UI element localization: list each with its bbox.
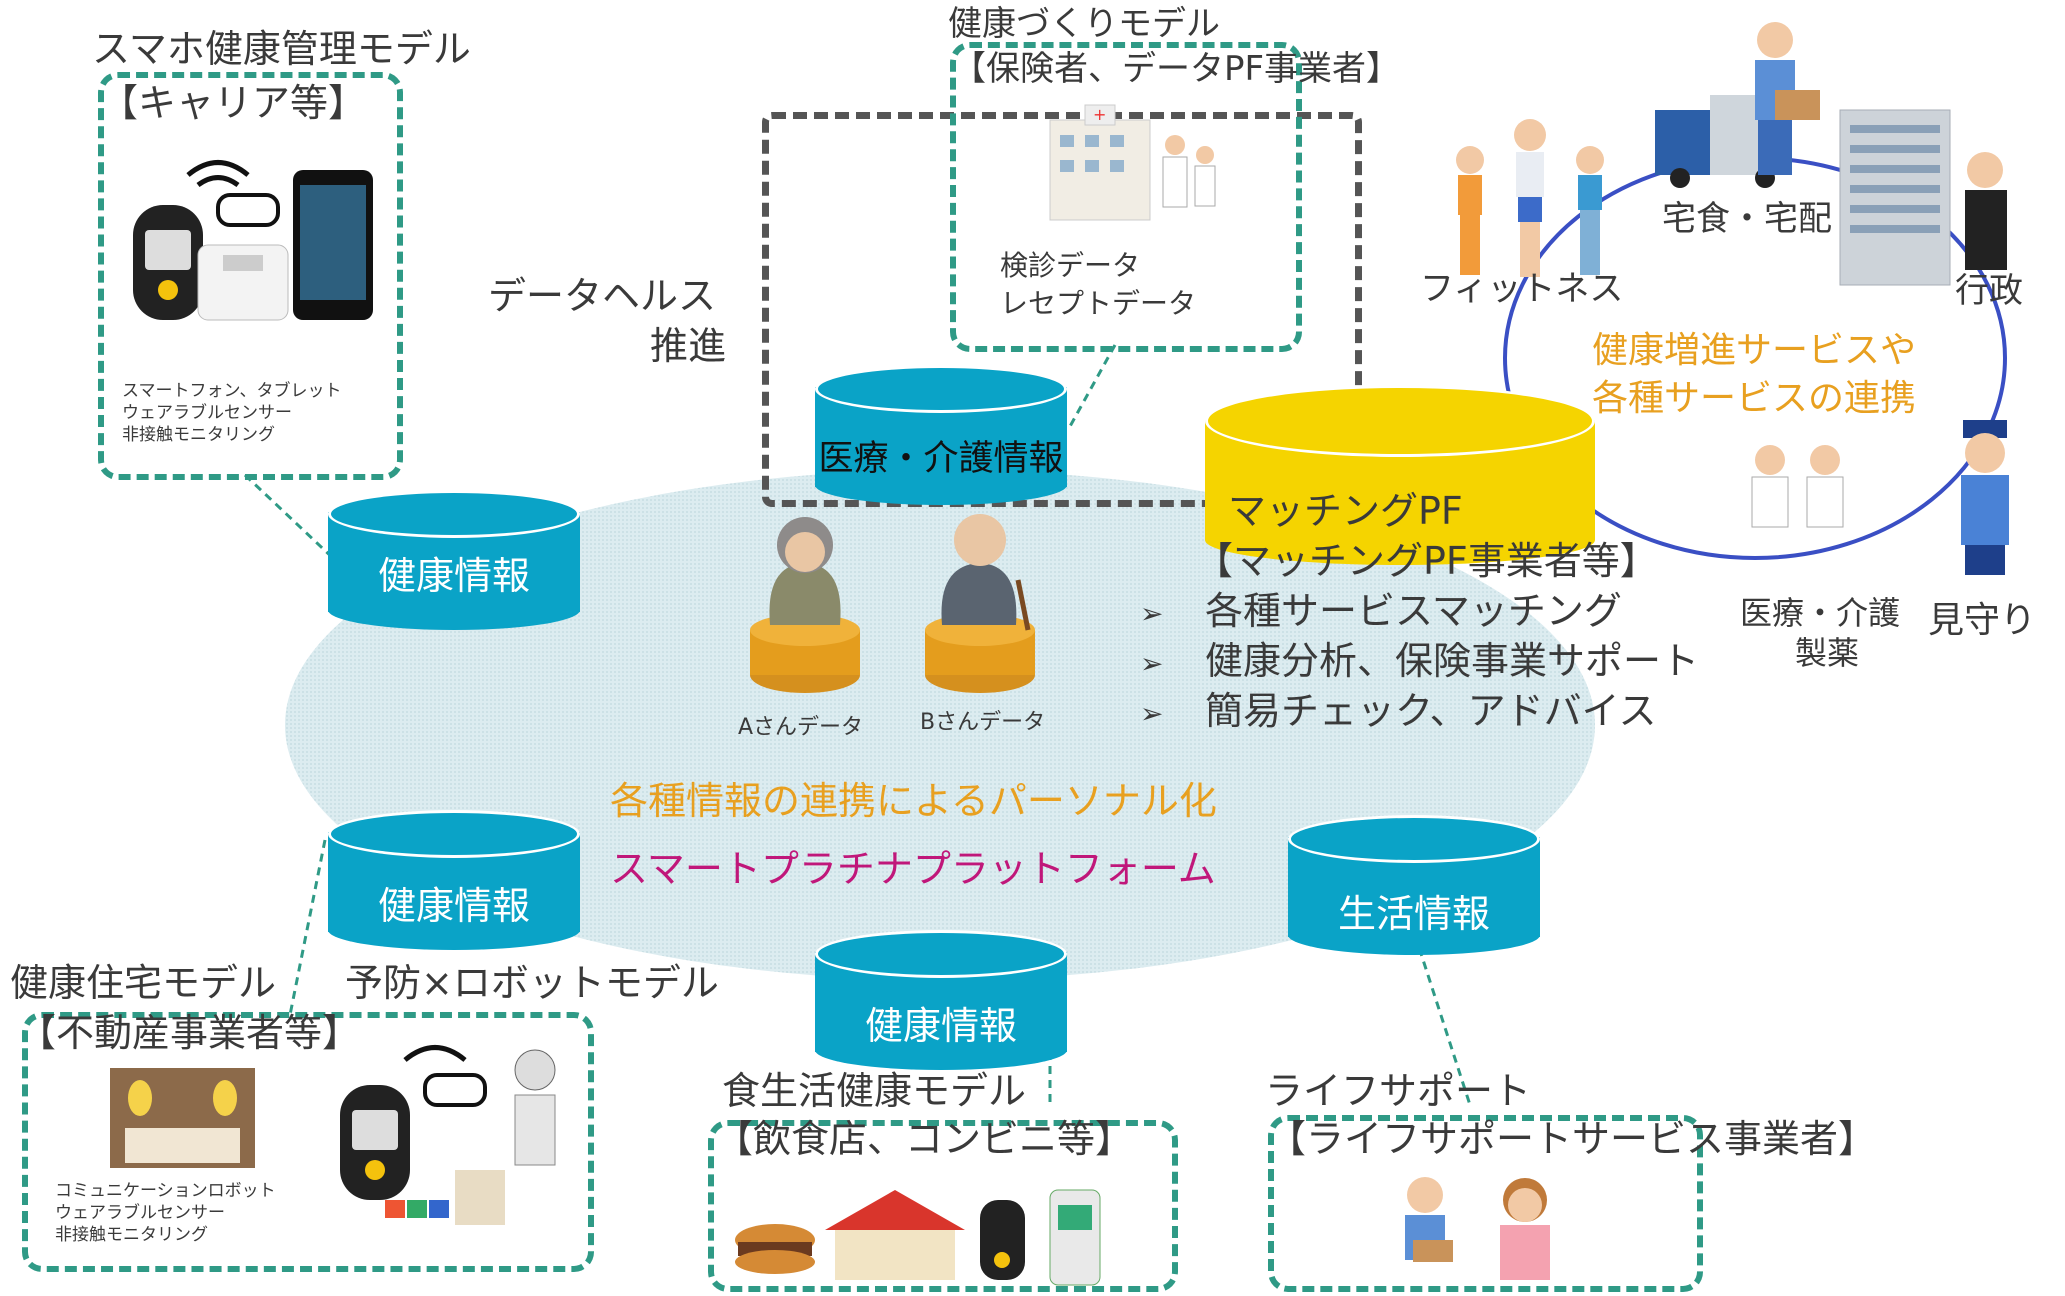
wearable-device-icon xyxy=(133,160,373,321)
matching-bullet-2: 健康分析、保険事業サポート xyxy=(1205,639,1700,683)
matching-bullet-3: 簡易チェック、アドバイス xyxy=(1205,689,1657,733)
fitness-label: フィットネス xyxy=(1420,269,1624,309)
life-support-model-sub: 【ライフサポートサービス事業者】 xyxy=(1268,1117,1877,1161)
delivery-label: 宅食・宅配 xyxy=(1662,199,1832,239)
housing-caption-3: 非接触モニタリング xyxy=(55,1225,208,1245)
doctors-icon xyxy=(1751,445,1844,528)
housing-caption-1: コミュニケーションロボット xyxy=(55,1181,276,1201)
elderly-woman-icon xyxy=(750,517,860,693)
life-info-label: 生活情報 xyxy=(1337,892,1490,936)
hospital-icon: + xyxy=(1049,104,1216,221)
food-store-icon xyxy=(735,1189,1101,1286)
health-building-model-title: 健康づくりモデル xyxy=(948,4,1220,44)
medical-care-service-label: 医療・介護 xyxy=(1740,594,1901,632)
life-support-model-box xyxy=(1268,1115,1703,1292)
matching-pf-title: マッチングPF xyxy=(1228,489,1463,533)
life-info-cylinder: 生活情報 xyxy=(1288,815,1540,955)
person-b-figure xyxy=(920,500,1040,710)
government-building-icon xyxy=(1839,109,2007,286)
health-info-cylinder-top-left: 健康情報 xyxy=(328,490,580,630)
health-building-model-box xyxy=(950,42,1302,352)
bullet-icon: ➢ xyxy=(1140,697,1164,730)
housing-model-title: 健康住宅モデル xyxy=(10,961,277,1005)
person-a-label: Aさんデータ xyxy=(738,715,864,740)
platform-line-2: スマートプラチナプラットフォーム xyxy=(610,847,1216,891)
housing-model-sub: 【不動産事業者等】 xyxy=(18,1011,361,1055)
services-center-line-1: 健康増進サービスや xyxy=(1592,330,1917,371)
diet-model-sub: 【飲食店、コンビニ等】 xyxy=(715,1117,1134,1161)
bedroom-icon xyxy=(110,1068,255,1168)
delivery-image xyxy=(1650,15,1830,190)
smartphone-model-sub: 【キャリア等】 xyxy=(100,81,367,125)
health-building-caption-1: 検診データ xyxy=(1000,249,1141,282)
government-image xyxy=(1835,100,2030,290)
smartphone-caption-1: スマートフォン、タブレット xyxy=(122,381,342,401)
health-building-caption-2: レセプトデータ xyxy=(1000,287,1197,320)
health-info-label: 健康情報 xyxy=(377,554,530,598)
diet-model-title: 食生活健康モデル xyxy=(722,1069,1027,1113)
smartphone-model-title: スマホ健康管理モデル xyxy=(92,27,471,71)
smartphone-model-box xyxy=(98,72,403,480)
bullet-icon: ➢ xyxy=(1140,597,1164,630)
food-store-image xyxy=(730,1180,1110,1290)
medical-staff-image xyxy=(1740,435,1860,530)
housing-caption-2: ウェアラブルセンサー xyxy=(55,1203,225,1223)
data-health-label: データヘルス xyxy=(488,274,717,318)
health-info-label: 健康情報 xyxy=(377,884,530,928)
robot-model-title: 予防×ロボットモデル xyxy=(345,961,719,1005)
data-health-label-2: 推進 xyxy=(650,324,727,368)
devices-image xyxy=(128,150,378,330)
fitness-people-icon xyxy=(1456,119,1604,277)
services-center-line-2: 各種サービスの連携 xyxy=(1592,378,1917,419)
smartphone-caption-3: 非接触モニタリング xyxy=(122,425,275,445)
government-label: 行政 xyxy=(1955,271,2023,311)
room-image xyxy=(110,1068,255,1168)
life-support-model-title: ライフサポート xyxy=(1265,1069,1532,1113)
delivery-truck-icon xyxy=(1655,22,1820,188)
matching-pf-sub: 【マッチングPF事業者等】 xyxy=(1195,539,1658,583)
svg-text:+: + xyxy=(1093,105,1106,124)
police-officer-icon xyxy=(1961,420,2009,575)
diet-model-box xyxy=(708,1120,1178,1292)
elderly-man-icon xyxy=(925,514,1035,693)
caregiver-icon xyxy=(1405,1177,1550,1280)
medical-care-info-cylinder: 医療・介護情報 xyxy=(815,365,1067,505)
medical-care-info-label: 医療・介護情報 xyxy=(818,439,1064,479)
health-info-label: 健康情報 xyxy=(864,1004,1017,1048)
hospital-image: + xyxy=(1045,100,1225,230)
matching-bullet-1: 各種サービスマッチング xyxy=(1205,589,1622,633)
bullet-icon: ➢ xyxy=(1140,647,1164,680)
robot-devices-image xyxy=(335,1040,575,1240)
pharma-label: 製薬 xyxy=(1795,634,1860,672)
watch-label: 見守り xyxy=(1928,600,2037,641)
smartphone-caption-2: ウェアラブルセンサー xyxy=(122,403,292,423)
life-support-image xyxy=(1385,1170,1585,1285)
housing-model-box xyxy=(22,1012,594,1272)
data-health-box xyxy=(762,112,1362,507)
person-a-figure xyxy=(745,510,865,710)
matching-pf-cylinder xyxy=(1205,385,1595,565)
police-image xyxy=(1935,415,2035,580)
fitness-people-image xyxy=(1430,110,1630,280)
robot-icon xyxy=(340,1045,556,1225)
health-info-cylinder-bottom-left: 健康情報 xyxy=(328,810,580,950)
person-b-label: Bさんデータ xyxy=(920,710,1046,735)
health-info-cylinder-bottom-center: 健康情報 xyxy=(815,930,1067,1070)
platform-line-1: 各種情報の連携によるパーソナル化 xyxy=(610,779,1217,823)
health-building-model-sub: 【保険者、データPF事業者】 xyxy=(952,49,1401,89)
